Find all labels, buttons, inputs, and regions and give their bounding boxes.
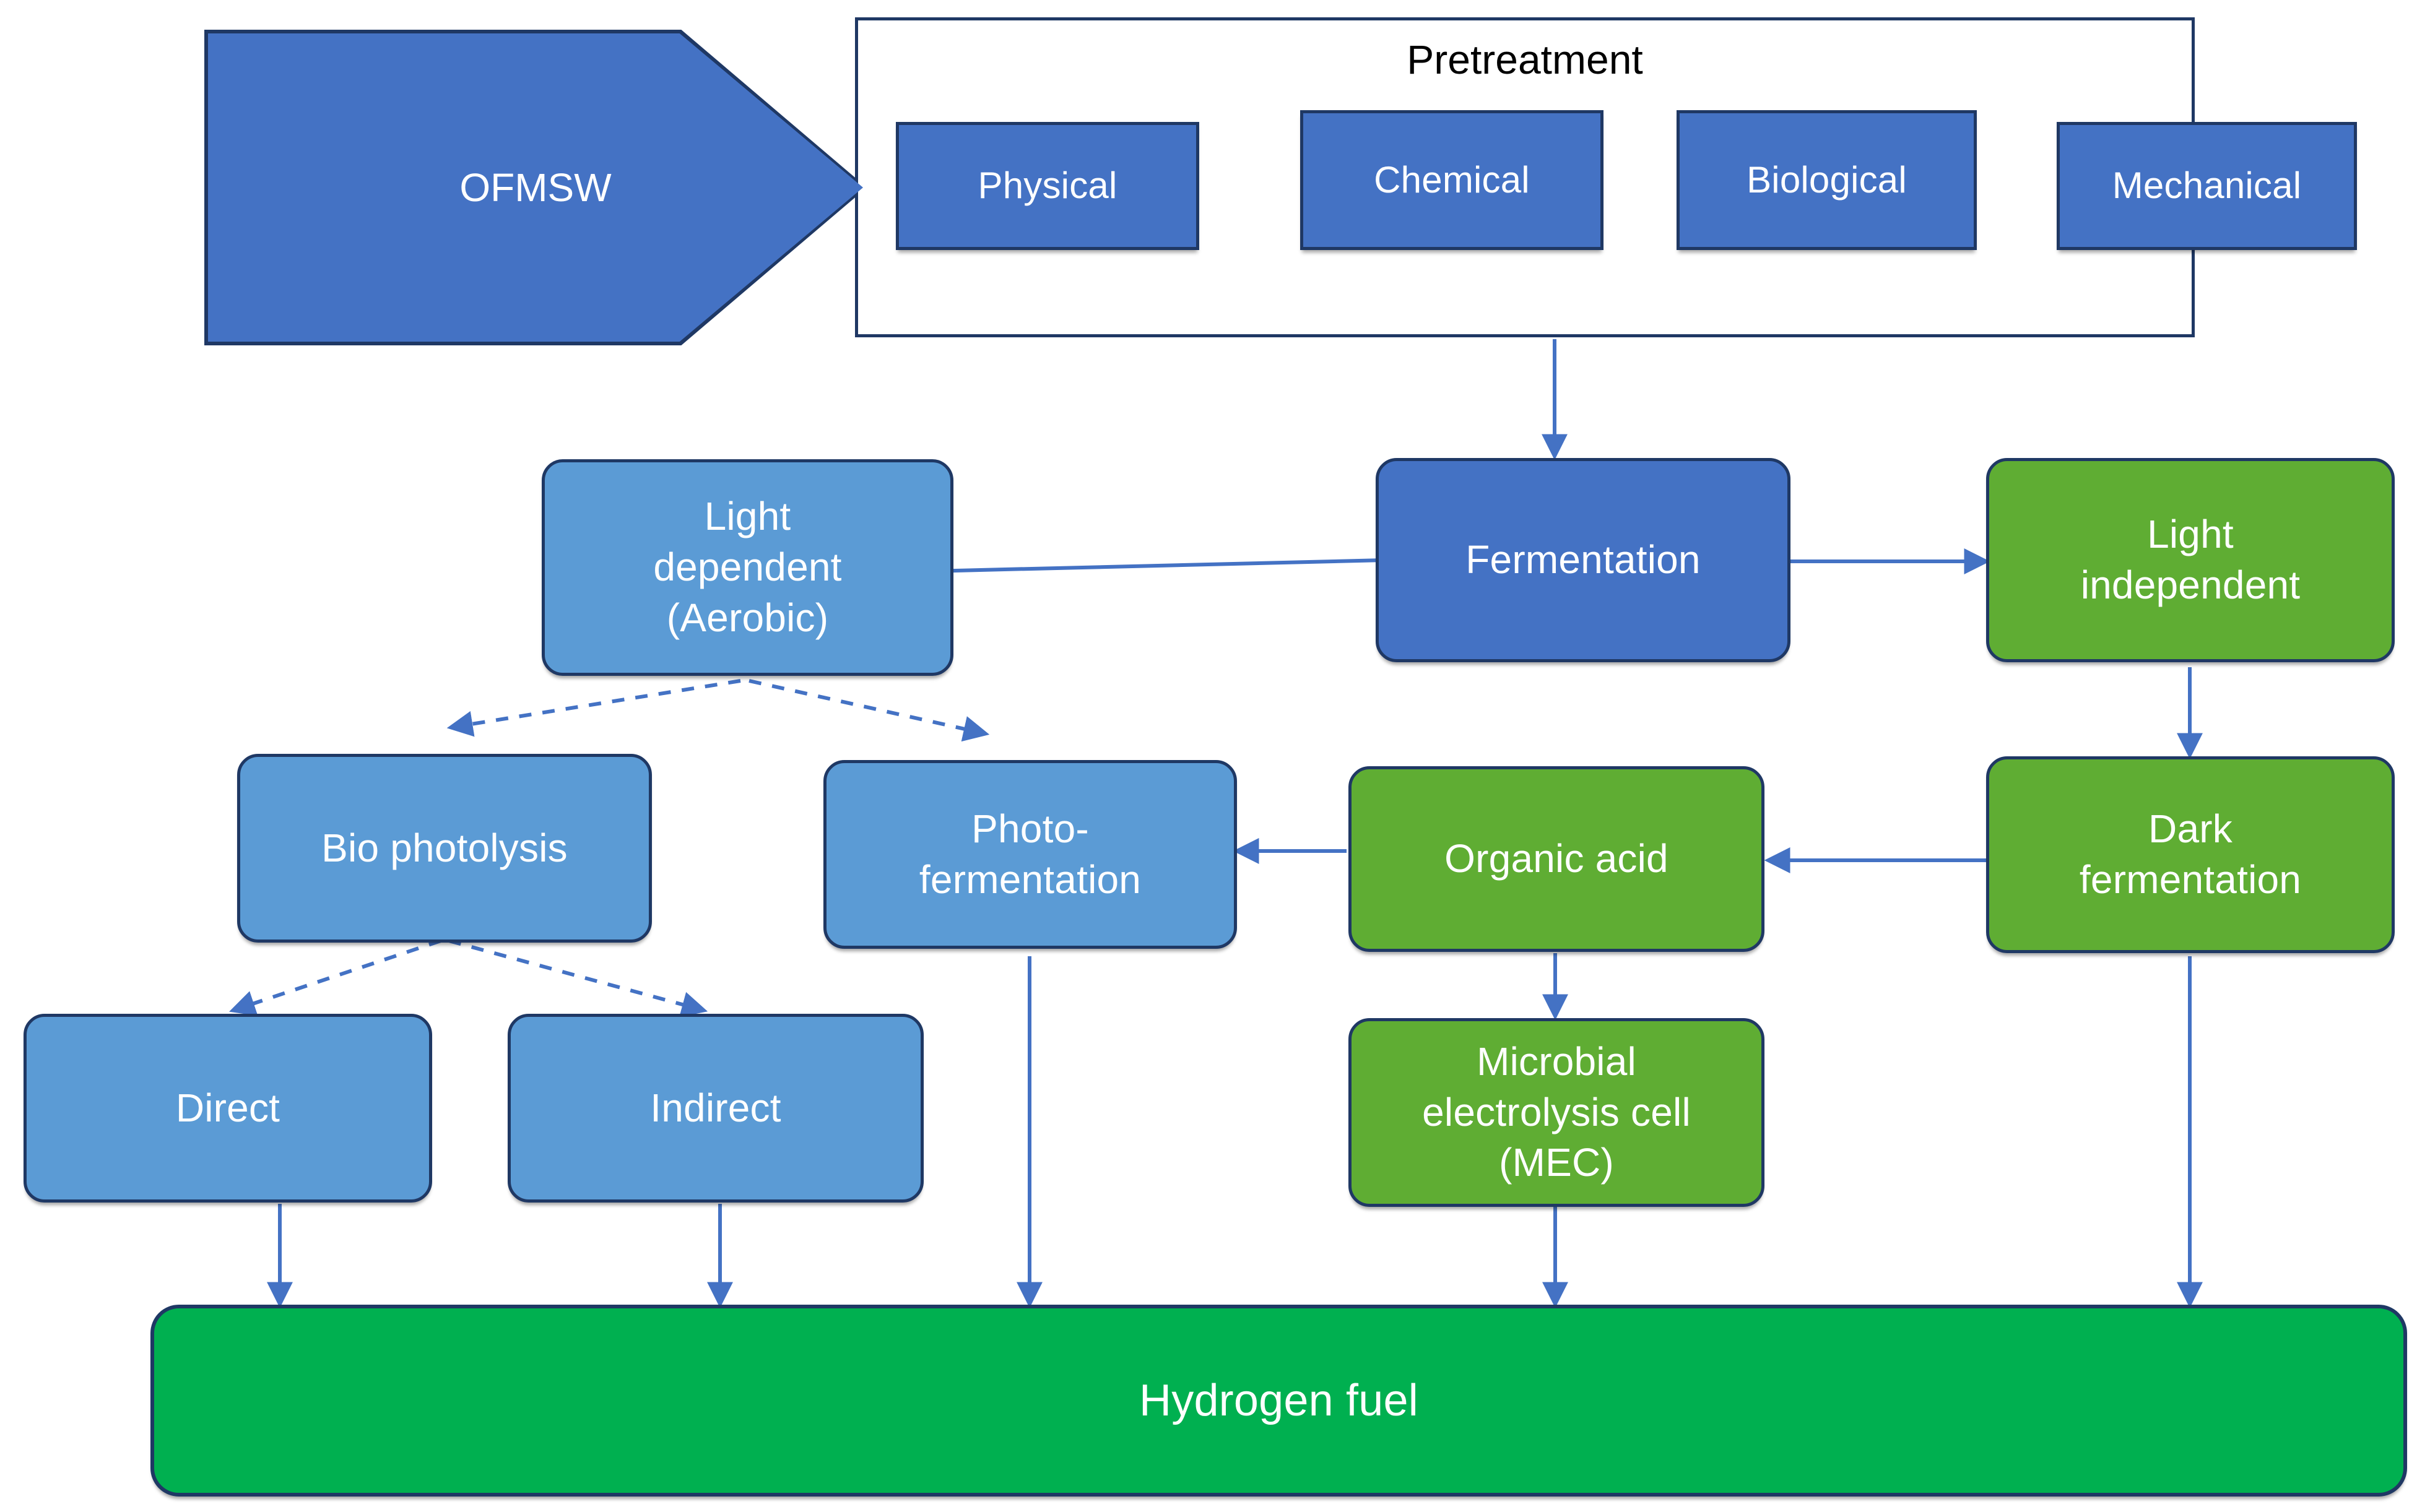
node-indirect[interactable]: Indirect: [508, 1014, 924, 1203]
node-bio-photolysis-label: Bio photolysis: [321, 825, 568, 870]
edge-bio-photolysis-to-indirect: [448, 939, 708, 1017]
node-direct-label: Direct: [175, 1085, 280, 1130]
pretreatment-method-biological[interactable]: Biological: [1677, 110, 1977, 250]
node-light-independent-label: Light independent: [2080, 512, 2301, 607]
node-light-dependent-label: Light dependent (Aerobic): [653, 494, 842, 640]
edge-light-dependent-to-bio-photolysis: [446, 679, 741, 737]
node-organic-acid[interactable]: Organic acid: [1348, 766, 1764, 952]
pretreatment-title: Pretreatment: [1407, 37, 1643, 82]
pretreatment-method-physical[interactable]: Physical: [896, 122, 1199, 250]
node-photo-fermentation[interactable]: Photo- fermentation: [823, 760, 1237, 949]
edge-fermentation-to-light-dependent: [874, 558, 1384, 585]
node-direct[interactable]: Direct: [24, 1014, 432, 1203]
edge-light-dependent-to-photo-fermentation: [749, 679, 990, 742]
node-bio-photolysis[interactable]: Bio photolysis: [237, 754, 652, 943]
node-light-independent[interactable]: Light independent: [1986, 458, 2395, 662]
node-organic-acid-label: Organic acid: [1444, 836, 1668, 881]
edge-bio-photolysis-to-direct: [229, 939, 441, 1016]
node-mec[interactable]: Microbial electrolysis cell (MEC): [1348, 1018, 1764, 1207]
pretreatment-method-mechanical-label: Mechanical: [2112, 165, 2302, 207]
node-light-dependent[interactable]: Light dependent (Aerobic): [542, 459, 953, 676]
pretreatment-method-chemical[interactable]: Chemical: [1300, 110, 1603, 250]
node-photo-fermentation-label: Photo- fermentation: [919, 806, 1142, 902]
pretreatment-method-biological-label: Biological: [1747, 158, 1907, 201]
node-indirect-label: Indirect: [650, 1085, 781, 1130]
node-mec-label: Microbial electrolysis cell (MEC): [1422, 1039, 1691, 1185]
node-dark-fermentation-label: Dark fermentation: [2079, 806, 2302, 902]
node-fermentation[interactable]: Fermentation: [1376, 458, 1790, 662]
node-hydrogen-fuel-label: Hydrogen fuel: [1139, 1375, 1418, 1425]
pretreatment-method-physical-label: Physical: [978, 165, 1117, 207]
ofmsw-label: OFMSW: [459, 165, 612, 210]
node-dark-fermentation[interactable]: Dark fermentation: [1986, 756, 2395, 953]
node-hydrogen-fuel[interactable]: Hydrogen fuel: [150, 1305, 2407, 1497]
pretreatment-method-chemical-label: Chemical: [1374, 158, 1530, 201]
node-fermentation-label: Fermentation: [1465, 537, 1701, 582]
pretreatment-method-mechanical[interactable]: Mechanical: [2057, 122, 2357, 250]
